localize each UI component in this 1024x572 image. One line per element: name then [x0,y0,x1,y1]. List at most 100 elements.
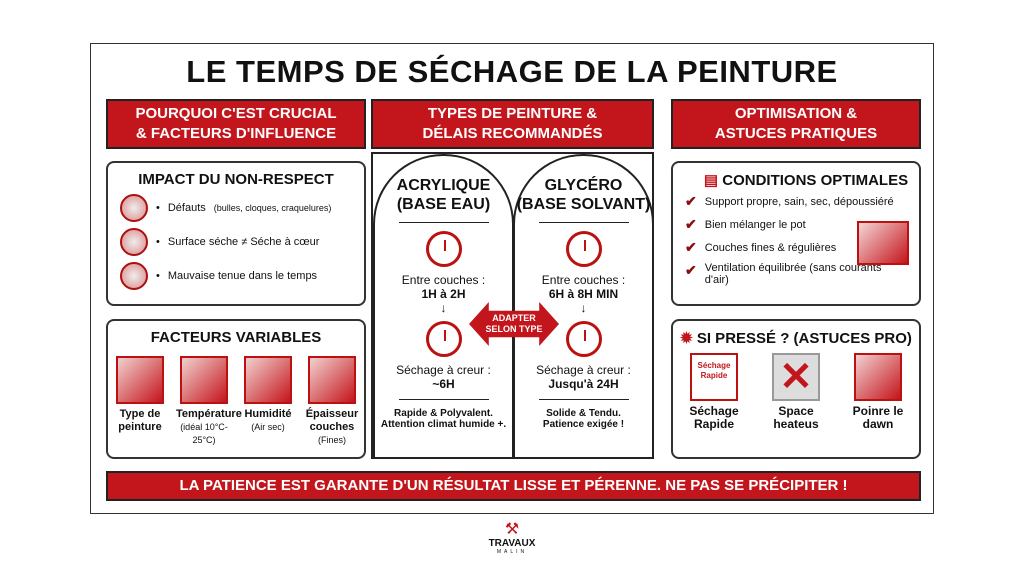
header-line: POURQUOI C'EST CRUCIAL [135,105,337,122]
check-icon: ✔ [685,216,697,232]
clipboard-icon: ▤ [703,172,719,189]
arrow-text: ADAPTER [492,313,536,323]
dehumidifier-icon [244,356,292,404]
can-text: Rapide [700,371,728,380]
bottom-banner: LA PATIENCE EST GARANTE D'UN RÉSULTAT LI… [106,471,921,501]
peeling-paint-icon [120,262,148,290]
factor-tile: Température (idéal 10°C-25°C) [176,356,242,447]
header-line: DÉLAIS RECOMMANDÉS [422,125,603,142]
hammers-icon: ⚒ [504,521,520,538]
panel-title: CONDITIONS OPTIMALES [722,172,909,189]
full-label: Séchage à creur : [396,363,491,377]
check-icon: ✔ [685,239,697,255]
between-value: 6H à 8H MIN [548,287,619,301]
tip-label: Séchage Rapide [689,404,739,431]
logo-sub: MALIN [496,549,528,555]
tip-tile: Poinre le dawn [843,353,913,431]
panel-title: SI PRESSÉ ? (ASTUCES PRO) [696,330,912,347]
clock-icon [425,321,462,357]
item-text: Mauvaise tenue dans le temps [167,270,318,282]
page-title: LE TEMPS DE SÉCHAGE DE LA PEINTURE [186,54,838,89]
type-name: ACRYLIQUE [396,177,491,194]
panel-title: IMPACT DU NON-RESPECT [138,171,334,188]
condition-item: ✔ Ventilation équilibrée (sans courants d… [685,262,885,286]
paintbrush-icon [308,356,356,404]
factor-label: Humidité [244,408,292,420]
type-note: Patience exigée ! [542,419,625,430]
paint-types-panel: ACRYLIQUE (BASE EAU) Entre couches : 1H à… [371,152,654,459]
condition-text: Support propre, sain, sec, dépoussiéré [704,195,894,208]
condition-text: Ventilation équilibrée (sans courants d'… [704,262,882,286]
header-line: OPTIMISATION & [734,105,858,122]
factors-panel: FACTEURS VARIABLES Type de peinture Temp… [106,319,366,459]
painter-icon [854,353,902,401]
factor-detail: (Air sec) [251,422,285,432]
open-window-icon [857,221,909,265]
crossed-heater-icon: ✕ [772,353,820,401]
clock-icon [565,321,602,357]
between-value: 1H à 2H [421,287,466,301]
full-value: ~6H [432,377,455,391]
factor-tile: Épaisseur couches (Fines) [304,356,360,447]
header-line: & FACTEURS D'INFLUENCE [135,125,337,142]
factor-tile: Humidité (Air sec) [240,356,296,447]
middle-header: TYPES DE PEINTURE & DÉLAIS RECOMMANDÉS [371,99,654,149]
between-label: Entre couches : [541,273,626,287]
lightbulb-icon: ✹ [680,330,693,347]
infographic: LE TEMPS DE SÉCHAGE DE LA PEINTURE POURQ… [90,43,934,514]
factor-detail: (Fines) [317,435,346,445]
condition-text: Couches fines & régulières [704,241,837,254]
impact-panel: IMPACT DU NON-RESPECT • Défauts(bulles, … [106,161,366,306]
factor-label: Température [176,408,242,420]
panel-title: FACTEURS VARIABLES [150,329,322,346]
impact-item: • Défauts(bulles, cloques, craquelures) [120,194,364,222]
thermometer-icon [180,356,228,404]
type-base: (BASE EAU) [396,196,491,213]
condition-text: Bien mélanger le pot [704,218,806,231]
right-header: OPTIMISATION & ASTUCES PRATIQUES [671,99,921,149]
between-label: Entre couches : [401,273,486,287]
can-text: Séchage [697,361,731,370]
clock-icon [425,231,462,267]
type-base: (BASE SOLVANT) [516,196,651,213]
arrow-text: SELON TYPE [485,324,543,334]
check-icon: ✔ [685,193,697,209]
type-note: Attention climat humide +. [380,419,507,430]
glycero-column: GLYCÉRO (BASE SOLVANT) Entre couches : 6H… [513,154,654,457]
impact-item: • Surface séche ≠ Séche à cœur [120,228,364,256]
acrylic-column: ACRYLIQUE (BASE EAU) Entre couches : 1H à… [373,154,514,457]
touch-surface-icon [120,228,148,256]
logo-name: TRAVAUX [488,538,536,549]
clock-icon [565,231,602,267]
factor-detail: (idéal 10°C-25°C) [180,422,228,445]
type-note: Solide & Tendu. [546,408,621,419]
header-line: TYPES DE PEINTURE & [427,105,598,122]
condition-item: ✔ Couches fines & régulières [685,239,919,256]
impact-item: • Mauvaise tenue dans le temps [120,262,364,290]
type-name: GLYCÉRO [544,177,623,194]
full-label: Séchage à creur : [536,363,631,377]
condition-item: ✔ Bien mélanger le pot [685,216,919,233]
item-detail: (bulles, cloques, craquelures) [213,203,332,213]
item-text: Défauts [167,202,206,214]
check-icon: ✔ [685,262,697,278]
paint-cans-icon [116,356,164,404]
factor-label: Épaisseur couches [305,408,359,433]
condition-item: ✔ Support propre, sain, sec, dépoussiéré [685,193,919,210]
type-note: Rapide & Polyvalent. [394,408,493,419]
factor-tile: Type de peinture [112,356,168,447]
header-line: ASTUCES PRATIQUES [714,125,878,142]
tip-tile: ✕ Space heateus [761,353,831,431]
tip-label: Space heateus [773,404,819,431]
conditions-panel: ▤ CONDITIONS OPTIMALES ✔ Support propre, … [671,161,921,306]
left-header: POURQUOI C'EST CRUCIAL & FACTEURS D'INFL… [106,99,366,149]
travaux-malin-logo: ⚒ TRAVAUX MALIN [482,521,542,556]
cracked-paint-icon [120,194,148,222]
factor-label: Type de peinture [118,408,162,433]
item-text: Surface séche ≠ Séche à cœur [167,236,320,248]
full-value: Jusqu'à 24H [548,377,619,391]
tip-label: Poinre le dawn [852,404,904,431]
